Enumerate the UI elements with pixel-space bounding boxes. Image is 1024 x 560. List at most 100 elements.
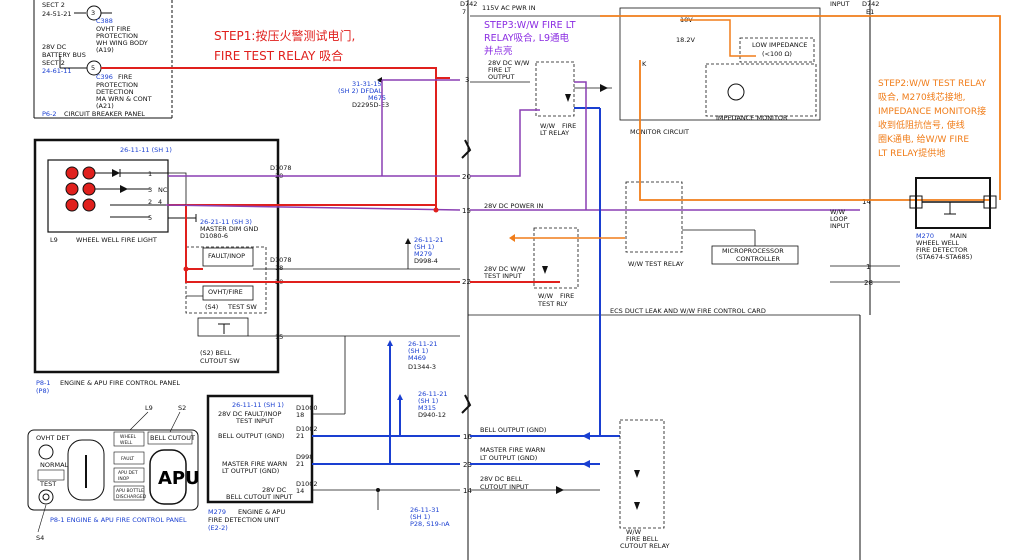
svg-text:(STA674-STA685): (STA674-STA685) <box>916 253 972 261</box>
svg-text:D2295D-E3: D2295D-E3 <box>352 101 389 109</box>
svg-text:FIRE TEST RELAY 吸合: FIRE TEST RELAY 吸合 <box>214 48 343 63</box>
svg-text:20: 20 <box>462 173 471 181</box>
svg-text:D1080-6: D1080-6 <box>200 232 228 240</box>
svg-text:3: 3 <box>148 186 152 194</box>
svg-text:MICROPROCESSOR: MICROPROCESSOR <box>722 247 784 255</box>
svg-text:CIRCUIT BREAKER PANEL: CIRCUIT BREAKER PANEL <box>64 110 145 118</box>
p8-panel-drawing: OVHT DET NORMAL TEST WHEEL WELL FAULT AP… <box>27 404 200 542</box>
svg-text:TEST RLY: TEST RLY <box>537 300 568 308</box>
svg-text:(A21): (A21) <box>96 102 114 110</box>
svg-text:CUTOUT SW: CUTOUT SW <box>200 357 240 365</box>
svg-text:并点亮: 并点亮 <box>484 45 513 57</box>
svg-text:FIRE: FIRE <box>562 122 576 130</box>
svg-text:L9: L9 <box>50 236 58 244</box>
svg-text:MASTER FIRE WARN: MASTER FIRE WARN <box>480 446 545 454</box>
c388-label: C388 <box>96 17 113 25</box>
step2-annotation: STEP2:W/W TEST RELAY 吸合, M270线芯接地, IMPED… <box>878 79 987 159</box>
svg-text:OVHT DET: OVHT DET <box>36 434 69 442</box>
svg-text:S4: S4 <box>36 534 44 542</box>
svg-text:M279: M279 <box>208 508 226 516</box>
svg-text:4: 4 <box>158 198 162 206</box>
svg-text:MAIN: MAIN <box>950 232 967 240</box>
svg-text:(SH 1): (SH 1) <box>410 513 430 521</box>
svg-text:P8-1: P8-1 <box>36 379 51 387</box>
svg-text:OVHT/FIRE: OVHT/FIRE <box>208 288 243 296</box>
svg-text:CONTROLLER: CONTROLLER <box>736 255 780 263</box>
svg-text:W/W: W/W <box>540 122 556 130</box>
svg-text:(S4): (S4) <box>205 303 218 311</box>
svg-text:D1002: D1002 <box>296 425 318 433</box>
svg-text:LOW IMPEDANCE: LOW IMPEDANCE <box>752 41 807 49</box>
svg-text:115V AC PWR IN: 115V AC PWR IN <box>482 4 536 12</box>
svg-text:BELL OUTPUT (GND): BELL OUTPUT (GND) <box>480 426 546 434</box>
svg-text:22: 22 <box>462 278 471 286</box>
cb-ref-top: 24-51-21 <box>42 10 72 18</box>
svg-text:RELAY吸合, L9通电: RELAY吸合, L9通电 <box>484 32 570 44</box>
c396-label: C396 <box>96 73 113 81</box>
svg-text:28V DC BELL: 28V DC BELL <box>480 475 523 483</box>
svg-text:26-11-21: 26-11-21 <box>414 236 444 244</box>
svg-text:28V DC: 28V DC <box>42 43 67 51</box>
svg-text:STEP1:按压火警测试电门,: STEP1:按压火警测试电门, <box>214 28 355 43</box>
svg-text:CUTOUT INPUT: CUTOUT INPUT <box>480 483 529 491</box>
svg-text:D742: D742 <box>460 0 477 8</box>
svg-text:APU BOTTLE: APU BOTTLE <box>116 488 144 494</box>
svg-text:ENGINE & APU: ENGINE & APU <box>238 508 285 516</box>
svg-text:FIRE: FIRE <box>118 73 132 81</box>
svg-text:FAULT/INOP: FAULT/INOP <box>208 252 245 260</box>
svg-text:OUTPUT: OUTPUT <box>488 73 515 81</box>
svg-text:IMPEDANCE MONITOR接: IMPEDANCE MONITOR接 <box>878 105 986 117</box>
svg-text:26-21-11 (SH 3): 26-21-11 (SH 3) <box>200 218 252 226</box>
svg-text:18: 18 <box>275 264 283 272</box>
svg-text:INPUT: INPUT <box>830 222 849 230</box>
svg-text:BATTERY BUS: BATTERY BUS <box>42 51 86 59</box>
step3-annotation: STEP3:W/W FIRE LT RELAY吸合, L9通电 并点亮 <box>484 20 576 57</box>
svg-text:FAULT: FAULT <box>121 456 134 462</box>
svg-text:5: 5 <box>148 214 152 222</box>
svg-text:26-11-21: 26-11-21 <box>408 340 438 348</box>
svg-text:LT OUTPUT (GND): LT OUTPUT (GND) <box>480 454 537 462</box>
svg-text:WELL: WELL <box>120 440 133 446</box>
svg-text:K: K <box>642 60 647 68</box>
svg-text:15: 15 <box>275 333 283 341</box>
svg-text:D998: D998 <box>296 453 313 461</box>
svg-text:(A19): (A19) <box>96 46 114 54</box>
svg-text:28V DC W/W: 28V DC W/W <box>488 59 530 67</box>
svg-text:(SH 2) DFDAU: (SH 2) DFDAU <box>338 87 383 95</box>
svg-text:ECS DUCT LEAK AND W/W FIRE CON: ECS DUCT LEAK AND W/W FIRE CONTROL CARD <box>610 307 766 315</box>
svg-text:M279: M279 <box>414 250 432 258</box>
svg-text:WHEEL: WHEEL <box>120 434 137 440</box>
svg-text:LOOP: LOOP <box>830 215 848 223</box>
svg-text:18: 18 <box>296 411 304 419</box>
svg-text:(P8): (P8) <box>36 387 49 395</box>
svg-text:D1344-3: D1344-3 <box>408 363 436 371</box>
svg-text:M315: M315 <box>418 404 436 412</box>
svg-text:BELL OUTPUT (GND): BELL OUTPUT (GND) <box>218 432 284 440</box>
svg-text:D1002: D1002 <box>296 480 318 488</box>
svg-text:FIRE DETECTION UNIT: FIRE DETECTION UNIT <box>208 516 280 524</box>
wheel-well-fire-detector: M270 MAIN WHEEL WELL FIRE DETECTOR (STA6… <box>909 177 997 261</box>
svg-text:D742: D742 <box>862 0 879 8</box>
svg-text:WHEEL WELL: WHEEL WELL <box>916 239 959 247</box>
p8-panel: 26-11-11 (SH 1) L9 WHEEL WELL FIRE LIGHT… <box>33 138 292 395</box>
cb-sect2: SECT 2 <box>42 1 65 9</box>
svg-text:W/W: W/W <box>830 208 846 216</box>
svg-text:(E2-2): (E2-2) <box>208 524 228 532</box>
svg-text:(S2) BELL: (S2) BELL <box>200 349 232 357</box>
svg-text:STEP2:W/W TEST RELAY: STEP2:W/W TEST RELAY <box>878 79 987 89</box>
svg-text:TEST: TEST <box>39 480 56 488</box>
svg-text:FIRE: FIRE <box>560 292 574 300</box>
svg-text:STEP3:W/W FIRE LT: STEP3:W/W FIRE LT <box>484 20 576 31</box>
svg-text:3: 3 <box>465 76 469 84</box>
svg-text:PROTECTION: PROTECTION <box>96 81 138 89</box>
svg-text:APU DET: APU DET <box>118 470 138 476</box>
svg-text:W/W TEST RELAY: W/W TEST RELAY <box>628 260 684 268</box>
svg-text:WH WING BODY: WH WING BODY <box>96 39 148 47</box>
svg-text:D940-12: D940-12 <box>418 411 446 419</box>
svg-text:L9: L9 <box>145 404 153 412</box>
svg-text:M675: M675 <box>368 94 386 102</box>
svg-text:28: 28 <box>864 279 873 287</box>
svg-text:14: 14 <box>463 487 472 495</box>
svg-text:NORMAL: NORMAL <box>40 461 69 469</box>
